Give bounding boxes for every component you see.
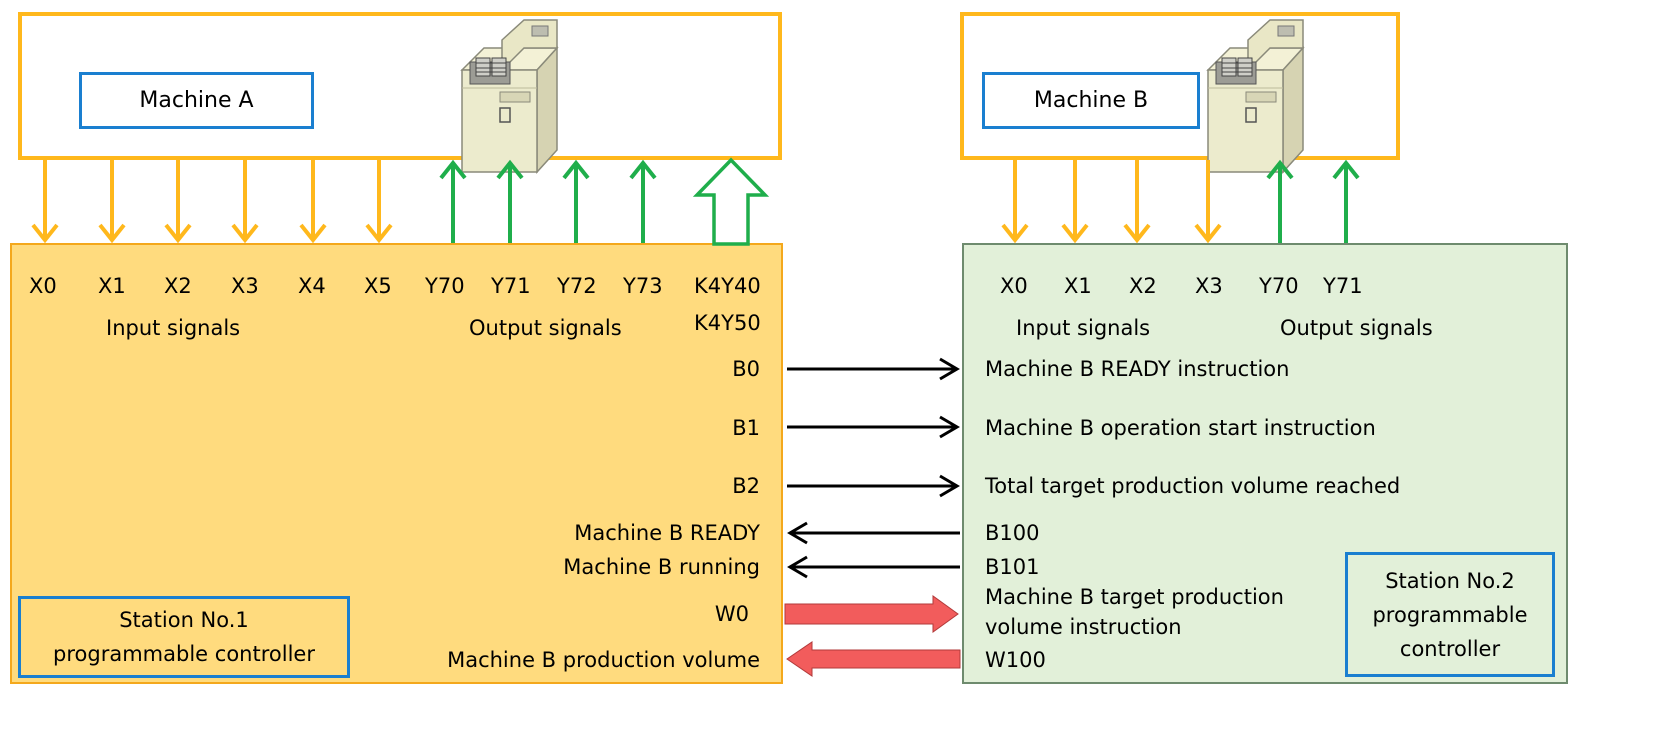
plc2-bit-b100: B100	[985, 521, 1040, 545]
plc1-recv-ready: Machine B READY	[574, 521, 760, 545]
plc1-input-x5: X5	[364, 274, 392, 298]
plc2-recv-ready-instruction: Machine B READY instruction	[985, 357, 1290, 381]
station-1-panel	[10, 243, 783, 684]
plc1-output-y73: Y73	[623, 274, 663, 298]
plc1-bit-b1: B1	[732, 416, 760, 440]
machine-b-icon	[1207, 19, 1304, 173]
station-2-panel	[962, 243, 1568, 684]
machine-b-label: Machine B	[982, 72, 1200, 129]
plc1-input-arrows	[31, 160, 393, 244]
plc1-input-x2: X2	[164, 274, 192, 298]
plc2-word-w100: W100	[985, 648, 1046, 672]
plc2-recv-target-line2: volume instruction	[985, 615, 1182, 639]
plc2-input-arrows	[1001, 160, 1222, 244]
w100-arrow	[786, 641, 961, 677]
plc1-input-caption: Input signals	[106, 316, 241, 340]
plc2-recv-target-line1: Machine B target production	[985, 585, 1284, 609]
plc1-word-output-1: K4Y40	[694, 274, 761, 298]
plc1-output-caption: Output signals	[469, 316, 622, 340]
plc2-bit-b101: B101	[985, 555, 1040, 579]
plc2-input-caption: Input signals	[1016, 316, 1151, 340]
plc1-output-arrows	[439, 159, 657, 243]
plc1-word-w0: W0	[714, 602, 749, 626]
plc1-output-y70: Y70	[425, 274, 465, 298]
plc2-input-x2: X2	[1129, 274, 1157, 298]
machine-a-label: Machine A	[79, 72, 314, 129]
plc1-input-x1: X1	[98, 274, 126, 298]
plc1-bit-b2: B2	[732, 474, 760, 498]
plc1-bit-b0: B0	[732, 357, 760, 381]
plc1-output-y71: Y71	[491, 274, 531, 298]
plc1-recv-production-volume: Machine B production volume	[447, 648, 760, 672]
plc2-input-x3: X3	[1195, 274, 1223, 298]
plc1-word-output-2: K4Y50	[694, 311, 761, 335]
plc1-input-x0: X0	[29, 274, 57, 298]
plc2-input-x1: X1	[1064, 274, 1092, 298]
plc1-word-output-arrow	[692, 157, 770, 246]
plc1-input-x4: X4	[298, 274, 326, 298]
plc2-output-arrows	[1266, 159, 1360, 243]
plc2-input-x0: X0	[1000, 274, 1028, 298]
plc1-input-x3: X3	[231, 274, 259, 298]
w0-arrow	[784, 595, 959, 633]
plc1-recv-running: Machine B running	[563, 555, 760, 579]
machine-a-icon	[461, 19, 558, 173]
plc2-output-caption: Output signals	[1280, 316, 1433, 340]
plc1-output-y72: Y72	[557, 274, 597, 298]
plc2-recv-start-instruction: Machine B operation start instruction	[985, 416, 1376, 440]
link-arrows	[787, 357, 960, 579]
plc2-output-y70: Y70	[1259, 274, 1299, 298]
plc2-output-y71: Y71	[1323, 274, 1363, 298]
plc2-recv-target-reached: Total target production volume reached	[985, 474, 1401, 498]
